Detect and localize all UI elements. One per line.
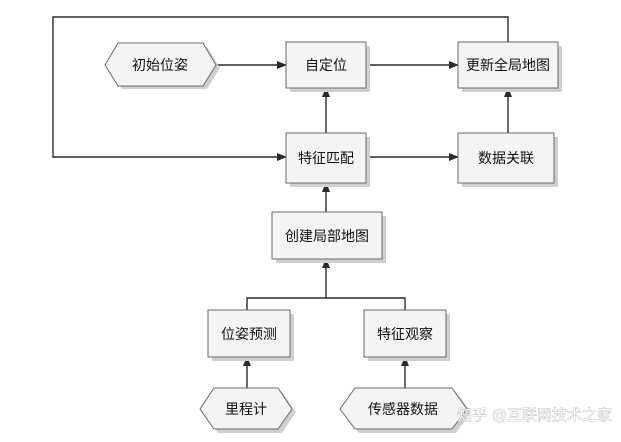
watermark-text: 知乎 @互联网技术之家 [457, 406, 612, 424]
node-data-association: 数据关联 [457, 132, 558, 187]
edge-pose-prediction-join [246, 297, 326, 310]
node-data-association-label: 数据关联 [478, 151, 534, 167]
node-update-global-map: 更新全局地图 [457, 41, 562, 92]
node-self-localization: 自定位 [285, 41, 370, 92]
node-odometer: 里程计 [199, 387, 296, 433]
node-odometer-label: 里程计 [225, 402, 267, 418]
node-create-local-map: 创建局部地图 [271, 211, 386, 263]
node-feature-matching: 特征匹配 [285, 132, 370, 187]
node-initial-pose-label: 初始位姿 [132, 57, 188, 74]
edge-loop-global-map-to-feature-matching [52, 16, 509, 161]
node-pose-prediction-label: 位姿预测 [221, 327, 277, 343]
edges [52, 16, 512, 388]
node-sensor-data: 传感器数据 [339, 387, 471, 433]
node-feature-observation: 特征观察 [363, 309, 450, 361]
node-update-global-map-label: 更新全局地图 [466, 57, 550, 74]
edge-feature-observation-join [326, 297, 406, 310]
node-pose-prediction: 位姿预测 [207, 309, 294, 361]
node-initial-pose: 初始位姿 [104, 42, 220, 89]
node-self-localization-label: 自定位 [305, 58, 347, 74]
node-feature-observation-label: 特征观察 [377, 326, 433, 343]
node-sensor-data-label: 传感器数据 [368, 401, 438, 418]
node-feature-matching-label: 特征匹配 [298, 151, 354, 167]
node-create-local-map-label: 创建局部地图 [285, 229, 369, 245]
